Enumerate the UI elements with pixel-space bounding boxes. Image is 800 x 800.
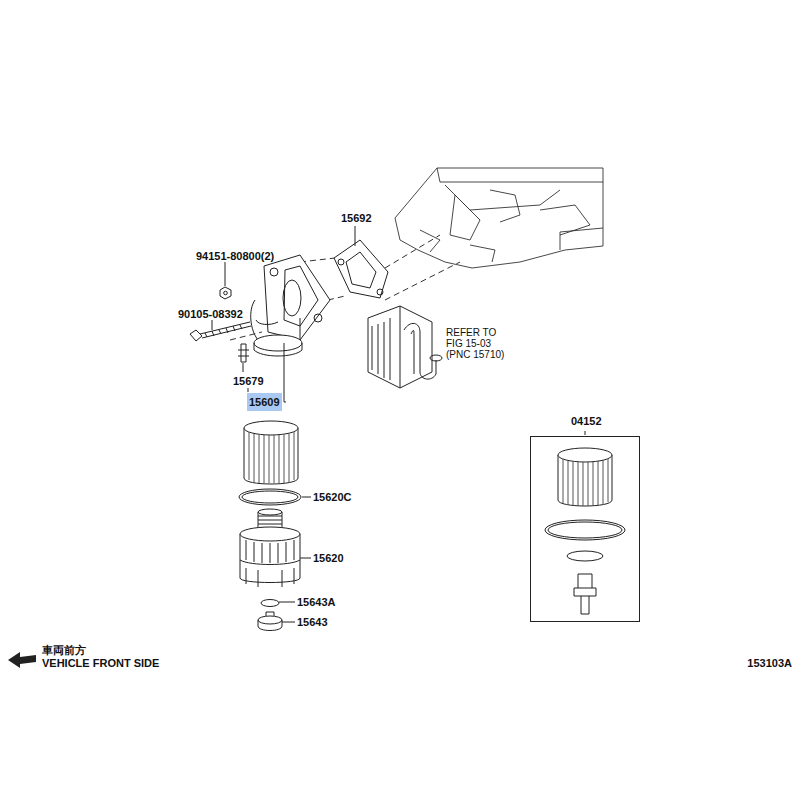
direction-label: VEHICLE FRONT SIDE <box>42 657 159 669</box>
o-ring-inner <box>242 491 298 503</box>
part-number: 15679 <box>233 375 264 387</box>
figure-number: 153103A <box>747 657 792 669</box>
front-arrow <box>8 652 36 668</box>
part-number: 94151-80800(2) <box>196 250 274 262</box>
bolt-symbol <box>190 322 251 341</box>
engine-block <box>395 168 603 268</box>
part-number: 15643A <box>297 596 336 608</box>
part-number: 15692 <box>341 212 372 224</box>
kit-contents <box>545 448 625 614</box>
highlighted-part-number: 15609 <box>247 393 282 411</box>
drain-plug <box>258 612 282 631</box>
part-number: 15609 <box>249 396 280 408</box>
kit-number: 04152 <box>571 415 602 427</box>
filter-cap <box>240 509 300 587</box>
kit-box: 04152 <box>530 436 640 622</box>
washer <box>261 600 279 607</box>
reference-note: REFER TO FIG 15-03 (PNC 15710) <box>446 327 510 360</box>
part-number: 15643 <box>297 616 328 628</box>
part-number: 15620C <box>313 491 352 503</box>
filter-element <box>244 421 298 484</box>
clip-symbol <box>238 344 249 362</box>
o-ring <box>239 489 301 505</box>
part-number: 90105-08392 <box>178 308 243 320</box>
oil-cooler <box>368 306 442 388</box>
gasket <box>334 240 388 298</box>
part-number: 15620 <box>313 552 344 564</box>
direction-label: 車両前方 <box>42 644 86 656</box>
filter-housing <box>251 255 330 356</box>
nut-symbol <box>220 287 231 299</box>
